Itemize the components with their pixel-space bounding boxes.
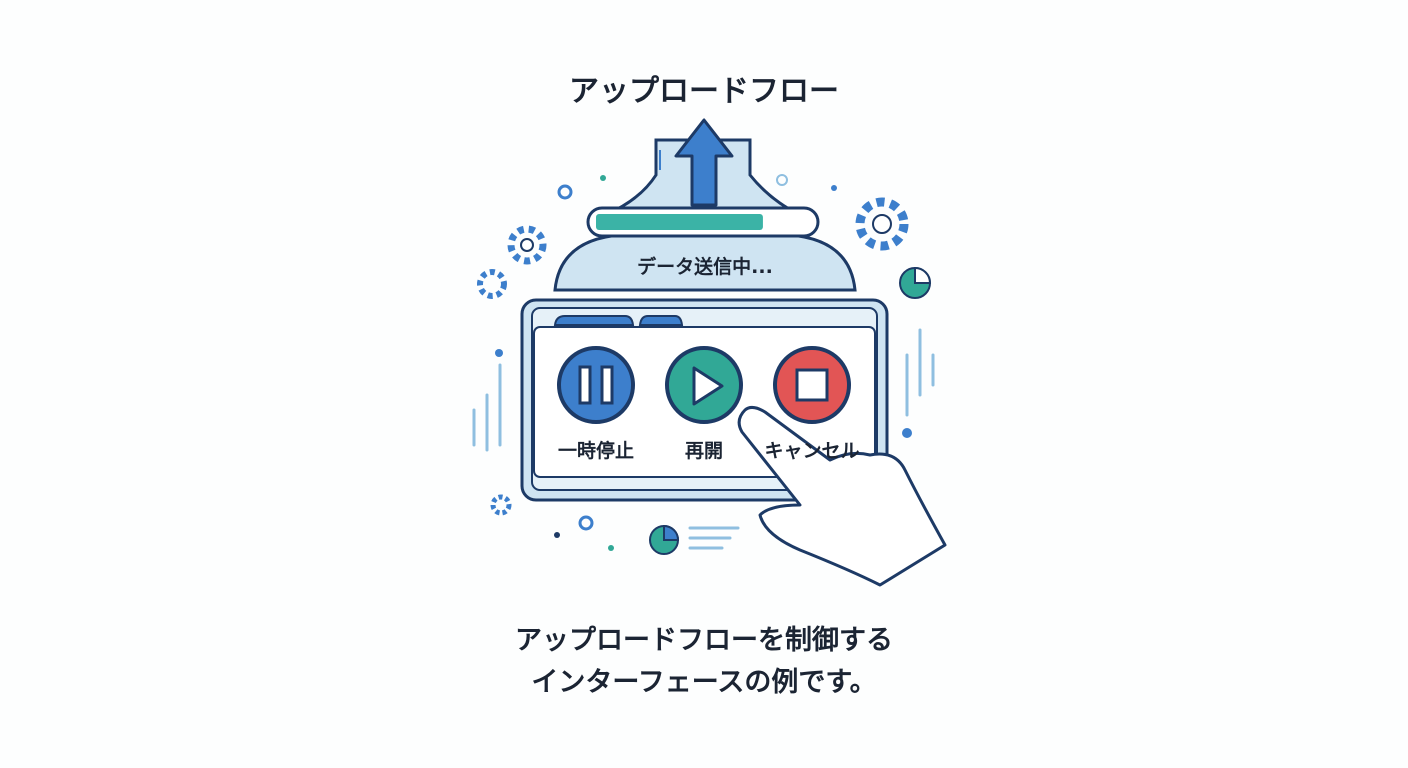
pointing-hand bbox=[737, 405, 947, 587]
progress-bar bbox=[586, 206, 820, 238]
cancel-button[interactable] bbox=[773, 346, 851, 424]
play-icon bbox=[692, 366, 724, 406]
caption-line-1: アップロードフローを制御する bbox=[515, 625, 893, 656]
window-tab bbox=[638, 315, 684, 326]
progress-fill bbox=[596, 214, 763, 230]
resume-button[interactable]: 再開 bbox=[665, 346, 743, 462]
resume-label: 再開 bbox=[685, 440, 723, 462]
pause-label: 一時停止 bbox=[558, 439, 634, 462]
gear-icon bbox=[855, 197, 909, 251]
gear-icon bbox=[477, 269, 507, 299]
stop-icon bbox=[795, 368, 829, 402]
decorative-dots bbox=[495, 174, 912, 551]
cancel-label: キャンセル bbox=[764, 440, 859, 462]
decorative-lines bbox=[472, 328, 935, 550]
pause-button[interactable]: 一時停止 bbox=[557, 346, 635, 462]
caption: アップロードフローを制御する インターフェースの例です。 bbox=[0, 620, 1408, 704]
status-text: データ送信中... bbox=[637, 255, 773, 278]
pie-chart-icon bbox=[649, 524, 680, 555]
window-tab bbox=[553, 315, 635, 326]
pie-chart-icon bbox=[899, 266, 932, 299]
pause-icon bbox=[578, 365, 614, 405]
gear-icon bbox=[507, 225, 547, 265]
caption-line-2: インターフェースの例です。 bbox=[531, 667, 877, 698]
gear-icon bbox=[490, 494, 512, 516]
page-title: アップロードフロー bbox=[569, 74, 839, 109]
upload-arrow-icon bbox=[674, 118, 734, 207]
